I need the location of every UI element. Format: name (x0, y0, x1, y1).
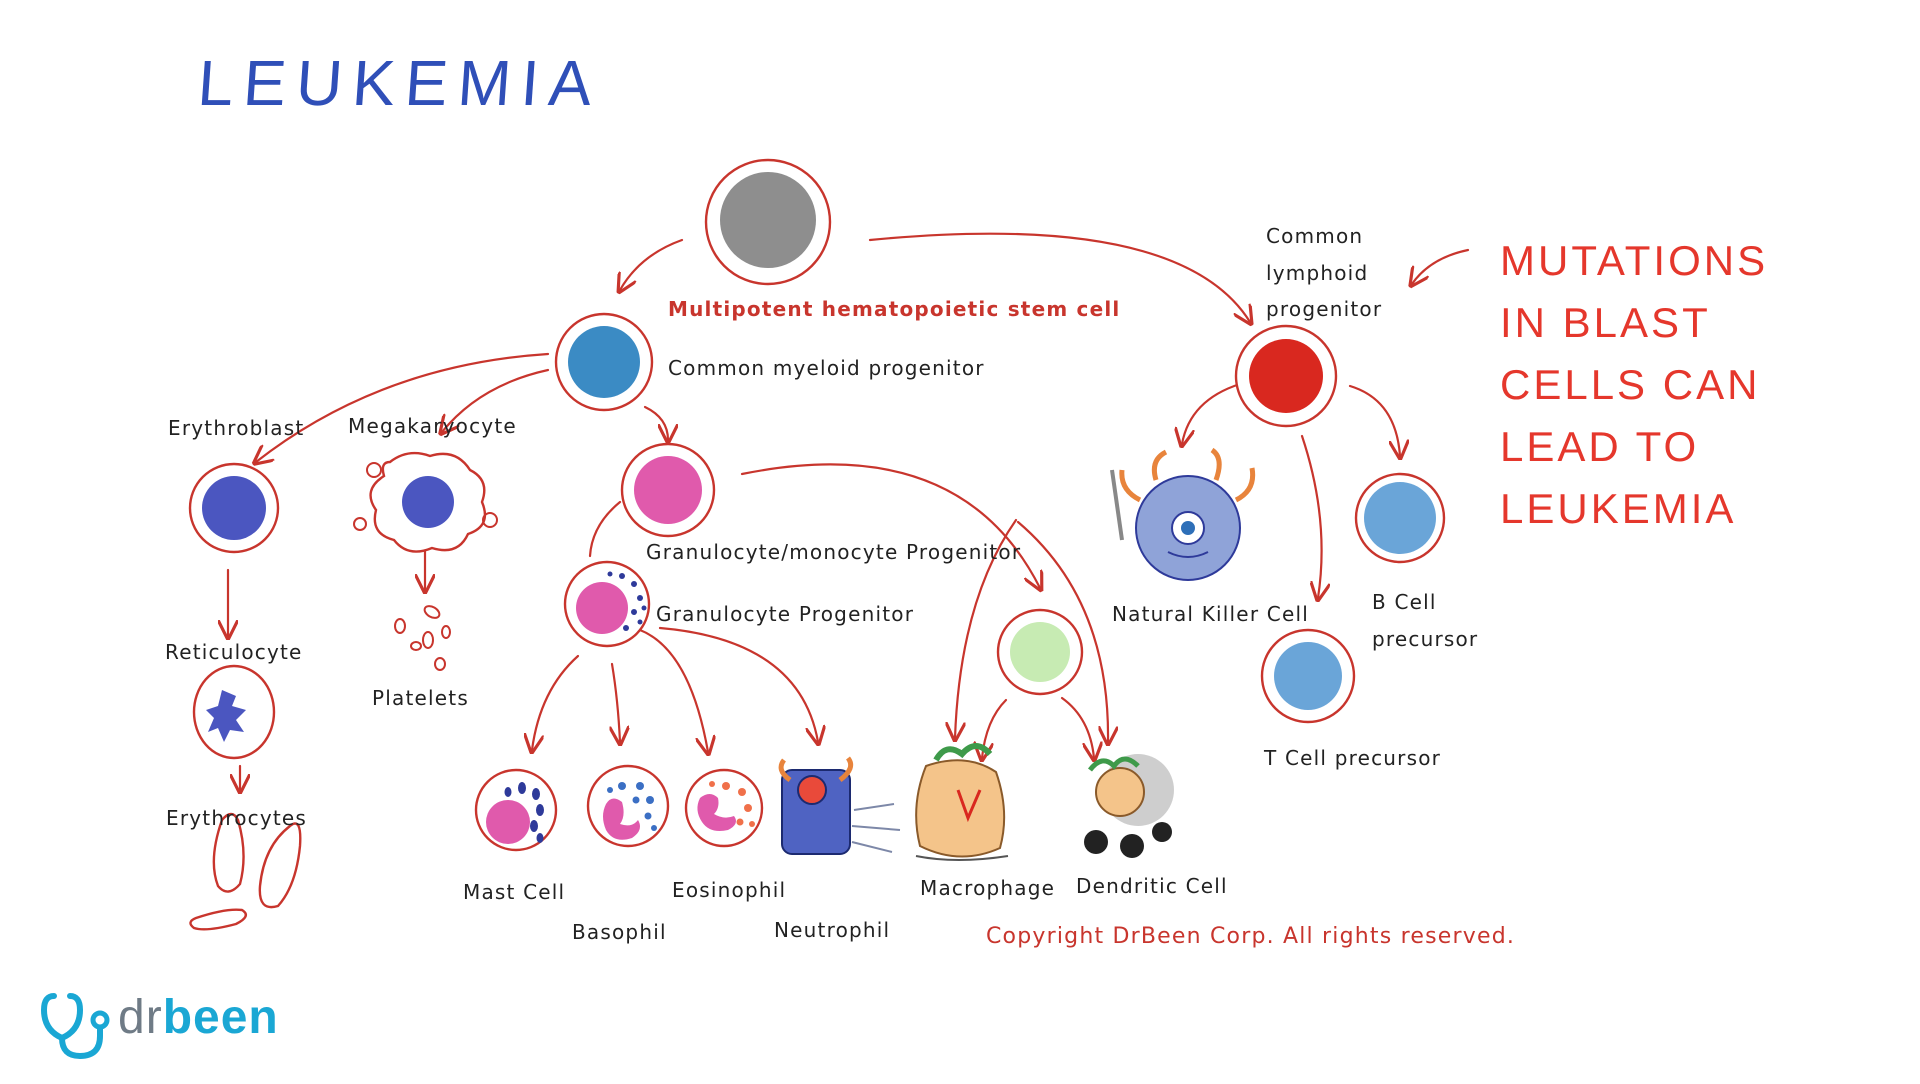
note-line: MUTATIONS (1500, 237, 1769, 284)
nk-cell-cartoon (1110, 447, 1256, 581)
logo-dr: dr (118, 991, 163, 1044)
label-gm-progenitor: Granulocyte/monocyte Progenitor (646, 540, 1022, 564)
erythrocytes (189, 812, 302, 931)
label-b-cell-line-1: B Cell (1372, 590, 1437, 614)
eosinophil-cell (684, 768, 764, 848)
arrow-lymphoid-to-t (1300, 434, 1322, 598)
label-erythrocytes: Erythrocytes (166, 806, 308, 830)
t-cell-precursor-cell (1260, 628, 1356, 724)
myeloid-progenitor-cell (554, 312, 654, 412)
arrow-note-pointer (1412, 248, 1470, 284)
erythroblast-cell (188, 462, 280, 554)
arrow-gran-to-eosinophil (638, 628, 708, 752)
logo-been: been (162, 991, 279, 1044)
label-lymphoid-line-1: Common (1266, 224, 1364, 248)
label-eosinophil: Eosinophil (672, 878, 787, 902)
arrow-stem-to-myeloid (620, 238, 684, 290)
label-platelets: Platelets (372, 686, 469, 710)
neutrophil-cartoon (778, 756, 901, 855)
lineage-arrows (228, 232, 1470, 790)
lymphoid-progenitor-cell (1234, 324, 1338, 428)
note-line: CELLS CAN (1500, 361, 1761, 408)
dendritic-cartoon (1084, 754, 1174, 858)
label-basophil: Basophil (572, 920, 667, 944)
arrow-gm-to-granulocyte (588, 500, 622, 558)
label-erythroblast: Erythroblast (168, 416, 305, 440)
label-granulocyte-progenitor: Granulocyte Progenitor (656, 602, 915, 626)
label-neutrophil: Neutrophil (774, 918, 891, 942)
note-line: LEAD TO (1500, 423, 1700, 470)
megakaryocyte-cell (353, 451, 498, 553)
arrow-lymphoid-to-b (1348, 384, 1400, 456)
gm-progenitor-cell (620, 442, 716, 538)
stethoscope-icon (40, 993, 110, 1060)
arrow-myeloid-to-megakaryocyte (442, 368, 550, 432)
label-t-cell-precursor: T Cell precursor (1264, 746, 1442, 770)
arrow-lymphoid-to-nk (1182, 382, 1242, 444)
arrow-myeloid-to-gm (643, 405, 668, 440)
stem-cell (704, 158, 832, 286)
arrow-stem-to-lymphoid (868, 232, 1250, 322)
label-stem-cell: Multipotent hematopoietic stem cell (668, 297, 1121, 321)
label-dendritic-cell: Dendritic Cell (1076, 874, 1228, 898)
arrow-gm-to-macrophage (955, 518, 1018, 738)
page-title: LEUKEMIA (195, 47, 605, 119)
arrow-gran-to-mast (532, 654, 580, 750)
platelets (394, 605, 451, 671)
leukemia-note: MUTATIONS IN BLAST CELLS CAN LEAD TO LEU… (1500, 230, 1769, 540)
arrow-gran-to-neutrophil (658, 626, 818, 742)
basophil-cell (586, 764, 670, 848)
label-mast-cell: Mast Cell (463, 880, 566, 904)
label-b-cell-line-2: precursor (1372, 627, 1479, 651)
arrow-gm-to-monocyte (740, 463, 1040, 588)
label-nk-cell: Natural Killer Cell (1112, 602, 1309, 626)
macrophage-cartoon (915, 743, 1009, 861)
arrow-gran-to-basophil (612, 662, 620, 742)
reticulocyte-cell (192, 664, 276, 760)
label-reticulocyte: Reticulocyte (165, 640, 303, 664)
note-line: IN BLAST (1500, 299, 1711, 346)
arrow-myeloid-to-erythroblast (256, 352, 550, 462)
mast-cell (474, 768, 558, 852)
label-megakaryocyte: Megakaryocyte (348, 414, 517, 438)
b-cell-precursor-cell (1354, 472, 1446, 564)
label-lymphoid-line-2: lymphoid (1266, 261, 1369, 285)
granulocyte-progenitor-cell (563, 560, 651, 648)
label-macrophage: Macrophage (920, 876, 1056, 900)
copyright-notice: Copyright DrBeen Corp. All rights reserv… (986, 924, 1516, 949)
label-myeloid-progenitor: Common myeloid progenitor (668, 356, 985, 380)
arrow-gm-to-dendritic (1016, 520, 1108, 742)
monocyte-cell (996, 608, 1084, 696)
drbeen-logo: drbeen (40, 984, 300, 1064)
arrow-monocyte-to-dendritic (1060, 696, 1094, 758)
note-line: LEUKEMIA (1500, 485, 1737, 532)
label-lymphoid-line-3: progenitor (1266, 297, 1383, 321)
logo-wordmark: drbeen (118, 990, 279, 1045)
